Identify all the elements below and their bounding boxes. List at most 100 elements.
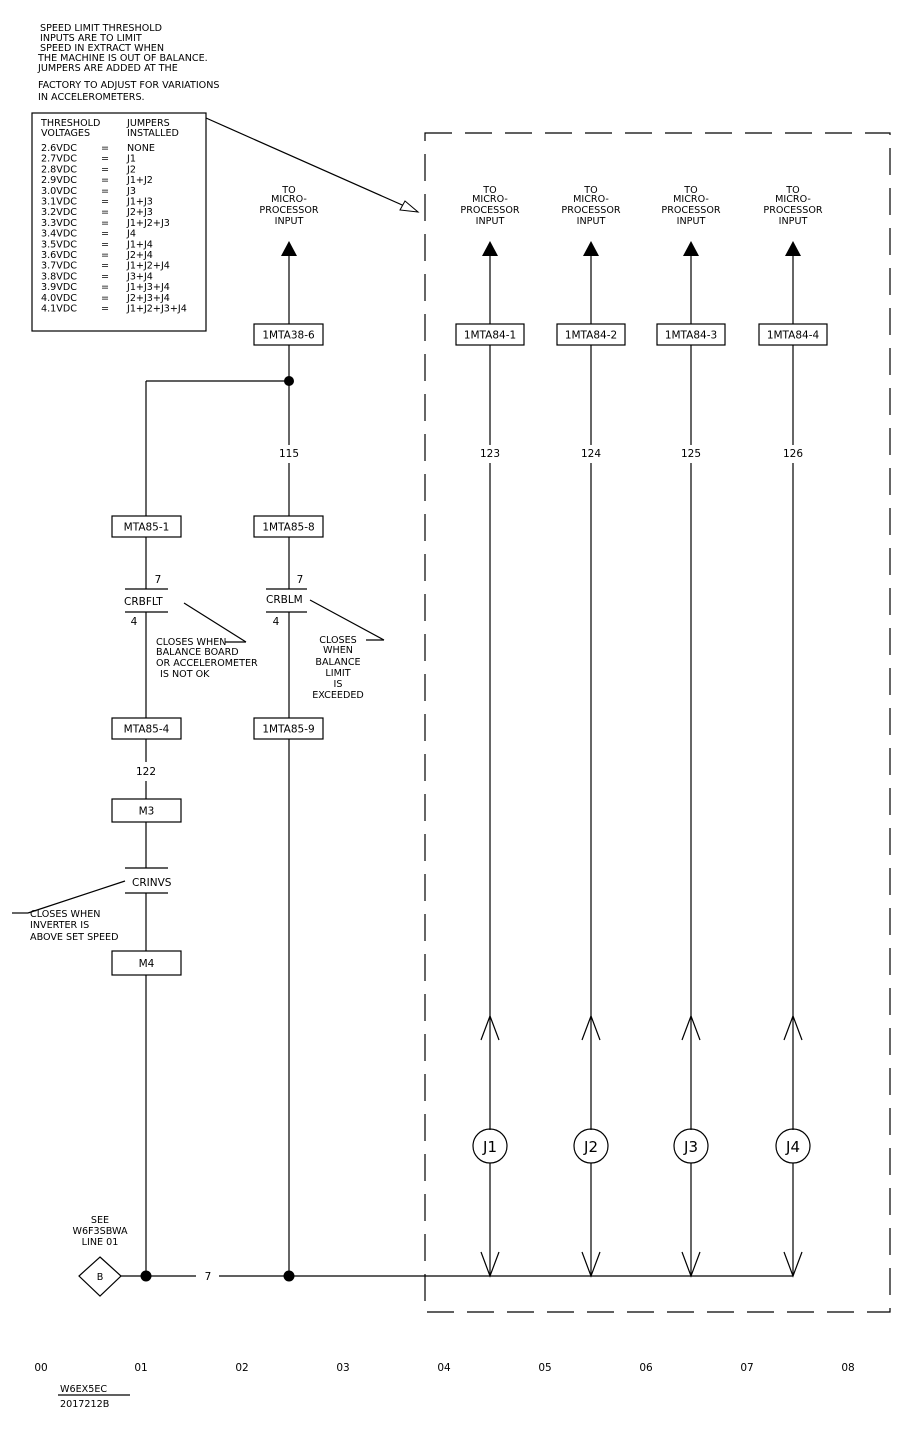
table-equals-cell: = (101, 175, 109, 186)
table-jumper-cell: J1+J2+J3+J4 (126, 304, 187, 315)
header-note: SPEED LIMIT THRESHOLD INPUTS ARE TO LIMI… (37, 23, 219, 103)
column-number: 00 (34, 1362, 47, 1374)
micro-input-label: MICRO- (573, 194, 609, 205)
arrow-up-icon (281, 241, 297, 256)
threshold-table-border (31, 112, 207, 332)
micro-input-label: MICRO- (775, 194, 811, 205)
terminal-label: MTA85-1 (124, 522, 170, 534)
note-line: OR ACCELEROMETER (156, 658, 258, 669)
table-jumper-cell: J1+J3+J4 (126, 282, 170, 293)
note-line: WHEN (323, 645, 353, 656)
table-equals-cell: = (101, 271, 109, 282)
jumper-label: J1 (482, 1138, 497, 1156)
note-line: IS (334, 679, 343, 690)
table-voltage-cell: 3.8VDC (41, 271, 77, 282)
terminal-label: M3 (139, 806, 155, 818)
table-voltage-cell: 3.5VDC (41, 239, 77, 250)
micro-input-label: INPUT (677, 216, 706, 227)
terminal-label: 1MTA85-9 (262, 724, 314, 736)
micro-input-label: PROCESSOR (661, 205, 720, 216)
table-jumper-cell: J4 (126, 229, 136, 240)
drawing-id: 2017212B (60, 1399, 109, 1410)
wire-number: 7 (205, 1271, 212, 1283)
jumper-label: J4 (785, 1138, 800, 1156)
note-leader (183, 602, 247, 643)
micro-input-label: INPUT (476, 216, 505, 227)
chevron-up-icon (581, 1014, 601, 1041)
table-voltage-cell: 3.7VDC (41, 261, 77, 272)
column-number: 06 (639, 1362, 653, 1374)
table-jumper-cell: J2+J3 (126, 207, 153, 218)
table-jumper-cell: J1 (126, 154, 136, 165)
terminal-label: M4 (139, 958, 155, 970)
threshold-table: THRESHOLD VOLTAGES JUMPERS INSTALLED 2.6… (31, 112, 207, 332)
terminal-label: 1MTA84-4 (767, 330, 820, 342)
see-ref-line: LINE 01 (82, 1237, 119, 1248)
micro-input-label: TO (482, 185, 497, 196)
table-equals-cell: = (101, 218, 109, 229)
table-equals-cell: = (101, 293, 109, 304)
column-number: 04 (437, 1362, 451, 1374)
wire-number: 126 (783, 448, 803, 460)
table-equals-cell: = (101, 229, 109, 240)
header-note-line: SPEED IN EXTRACT WHEN (40, 43, 164, 54)
table-jumper-cell: J2+J3+J4 (126, 293, 170, 304)
micro-input-label: INPUT (577, 216, 606, 227)
crinvs-note: CLOSES WHEN INVERTER IS ABOVE SET SPEED (30, 909, 118, 943)
see-reference: SEE W6F3SBWA LINE 01 (72, 1215, 128, 1248)
see-ref-line: SEE (91, 1215, 109, 1226)
table-equals-cell: = (101, 282, 109, 293)
table-voltage-cell: 3.3VDC (41, 218, 77, 229)
table-voltage-cell: 3.9VDC (41, 282, 77, 293)
terminal-label: 1MTA84-1 (464, 330, 516, 342)
table-rows: 2.6VDC=NONE2.7VDC=J12.8VDC=J22.9VDC=J1+J… (41, 143, 187, 315)
chevron-down-icon (480, 1251, 500, 1278)
offpage-connector-label: B (97, 1272, 104, 1283)
contact-pin: 7 (297, 574, 304, 586)
micro-input-label: MICRO- (472, 194, 508, 205)
jumper-label: J2 (583, 1138, 598, 1156)
note-line: CLOSES (319, 635, 357, 646)
note-line: INVERTER IS (30, 920, 89, 931)
header-note-line: INPUTS ARE TO LIMIT (40, 33, 142, 44)
chevron-down-icon (581, 1251, 601, 1278)
micro-input-label: TO (785, 185, 800, 196)
offpage-connector-diamond (78, 1256, 122, 1297)
contact-name: CRINVS (132, 877, 172, 889)
terminal-label: 1MTA38-6 (262, 330, 315, 342)
table-voltage-cell: 3.4VDC (41, 229, 77, 240)
micro-input-label: MICRO- (673, 194, 709, 205)
crblm-note: CLOSES WHEN BALANCE LIMIT IS EXCEEDED (312, 635, 364, 701)
table-jumper-cell: J1+J4 (126, 239, 153, 250)
table-voltage-cell: 2.9VDC (41, 175, 77, 186)
micro-input-label: INPUT (275, 216, 304, 227)
header-note-line: JUMPERS ARE ADDED AT THE (37, 63, 178, 74)
table-equals-cell: = (101, 250, 109, 261)
column-number: 08 (841, 1362, 854, 1374)
arrow-up-icon (482, 241, 498, 256)
jumper-box-dashed (424, 132, 891, 1313)
junction-dot (283, 1270, 295, 1282)
note-line: EXCEEDED (312, 690, 364, 701)
table-voltage-cell: 3.6VDC (41, 250, 77, 261)
contact-pin: 7 (155, 574, 162, 586)
note-line: ABOVE SET SPEED (30, 932, 118, 943)
contact-pin: 4 (273, 616, 280, 628)
table-voltage-cell: 2.8VDC (41, 164, 77, 175)
table-equals-cell: = (101, 207, 109, 218)
table-header-jumpers: INSTALLED (127, 128, 179, 139)
drawing-id: W6EX5EC (60, 1384, 107, 1395)
terminal-label: 1MTA85-8 (262, 522, 314, 534)
header-note-line: IN ACCELEROMETERS. (38, 92, 145, 103)
wire-number: 123 (480, 448, 500, 460)
column-number: 02 (235, 1362, 248, 1374)
table-header-jumpers: JUMPERS (126, 118, 170, 129)
header-note-line: SPEED LIMIT THRESHOLD (40, 23, 162, 34)
table-jumper-cell: J1+J2+J3 (126, 218, 170, 229)
contact-name: CRBLM (266, 594, 303, 606)
table-jumper-cell: J1+J3 (126, 197, 153, 208)
column-number: 03 (336, 1362, 349, 1374)
